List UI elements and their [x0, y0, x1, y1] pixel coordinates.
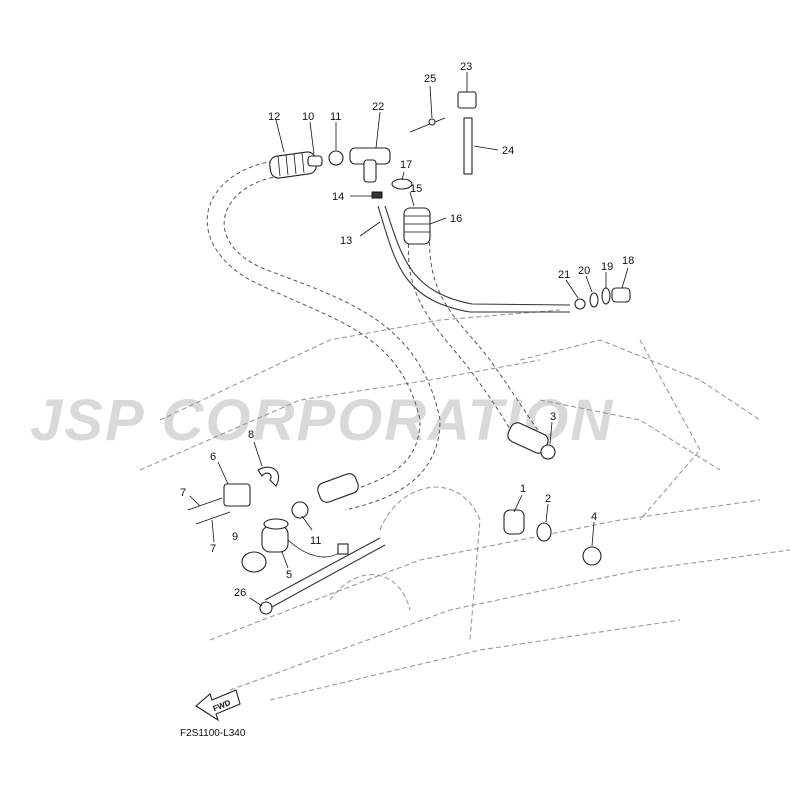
callout-24: 24 [502, 145, 514, 157]
hose-13-18 [377, 205, 571, 313]
callout-14: 14 [332, 191, 344, 203]
bellows-lower [317, 422, 549, 503]
callout-6: 6 [210, 451, 216, 463]
callouts: 1 2 3 4 5 6 7 7 8 9 10 11 11 12 13 14 15… [180, 61, 634, 607]
part-3-clamp [540, 444, 556, 460]
part-4-nut [582, 546, 602, 566]
callout-11a: 11 [330, 111, 341, 123]
part-11-clamp-upper [328, 150, 344, 166]
callout-26: 26 [234, 587, 246, 599]
part-6-bracket [223, 483, 251, 507]
part-21-clamp [574, 298, 586, 310]
part-18-fitting [611, 287, 631, 303]
part-8-clamp [257, 466, 280, 487]
part-24-cable-tie [463, 117, 473, 175]
hose-lower [264, 537, 386, 609]
callout-9: 9 [232, 531, 238, 543]
diagram-code: F2S1100-L340 [180, 728, 246, 739]
callout-3: 3 [550, 411, 556, 423]
bellows-16 [403, 207, 431, 245]
callout-12: 12 [268, 111, 280, 123]
part-25-pin [409, 117, 446, 133]
callout-7a: 7 [180, 487, 186, 499]
callout-1: 1 [520, 483, 526, 495]
part-10-fitting [307, 155, 323, 167]
callout-8: 8 [248, 429, 254, 441]
hose-long-left [206, 159, 441, 511]
part-19-washer [601, 287, 611, 305]
callout-18: 18 [622, 255, 634, 267]
fwd-arrow-icon: FWD [195, 689, 241, 722]
part-14-clip [371, 191, 383, 199]
callout-15: 15 [410, 183, 422, 195]
part-9-cap [241, 551, 267, 573]
callout-7b: 7 [210, 543, 216, 555]
part-22-tee-joint [349, 147, 391, 183]
part-1-fitting [503, 509, 525, 535]
callout-11b: 11 [310, 535, 321, 547]
part-20-nut [589, 292, 599, 308]
part-5-sensor [261, 518, 349, 558]
callout-4: 4 [591, 511, 597, 523]
part-11-clamp-lower [291, 501, 309, 519]
callout-22: 22 [372, 101, 384, 113]
callout-10: 10 [302, 111, 314, 123]
callout-17: 17 [400, 159, 412, 171]
part-2-washer [536, 522, 552, 542]
callout-25: 25 [424, 73, 436, 85]
callout-2: 2 [545, 493, 551, 505]
part-7-screws [187, 497, 231, 525]
hull-outline [139, 309, 791, 701]
part-17-clip [391, 178, 413, 190]
callout-20: 20 [578, 265, 590, 277]
part-23-bracket [457, 91, 477, 109]
callout-23: 23 [460, 61, 472, 73]
hose-right [408, 227, 546, 446]
callout-5: 5 [286, 569, 292, 581]
callout-13: 13 [340, 235, 352, 247]
callout-16: 16 [450, 213, 462, 225]
part-26-clamp [259, 601, 273, 615]
callout-19: 19 [601, 261, 613, 273]
callout-21: 21 [558, 269, 570, 281]
